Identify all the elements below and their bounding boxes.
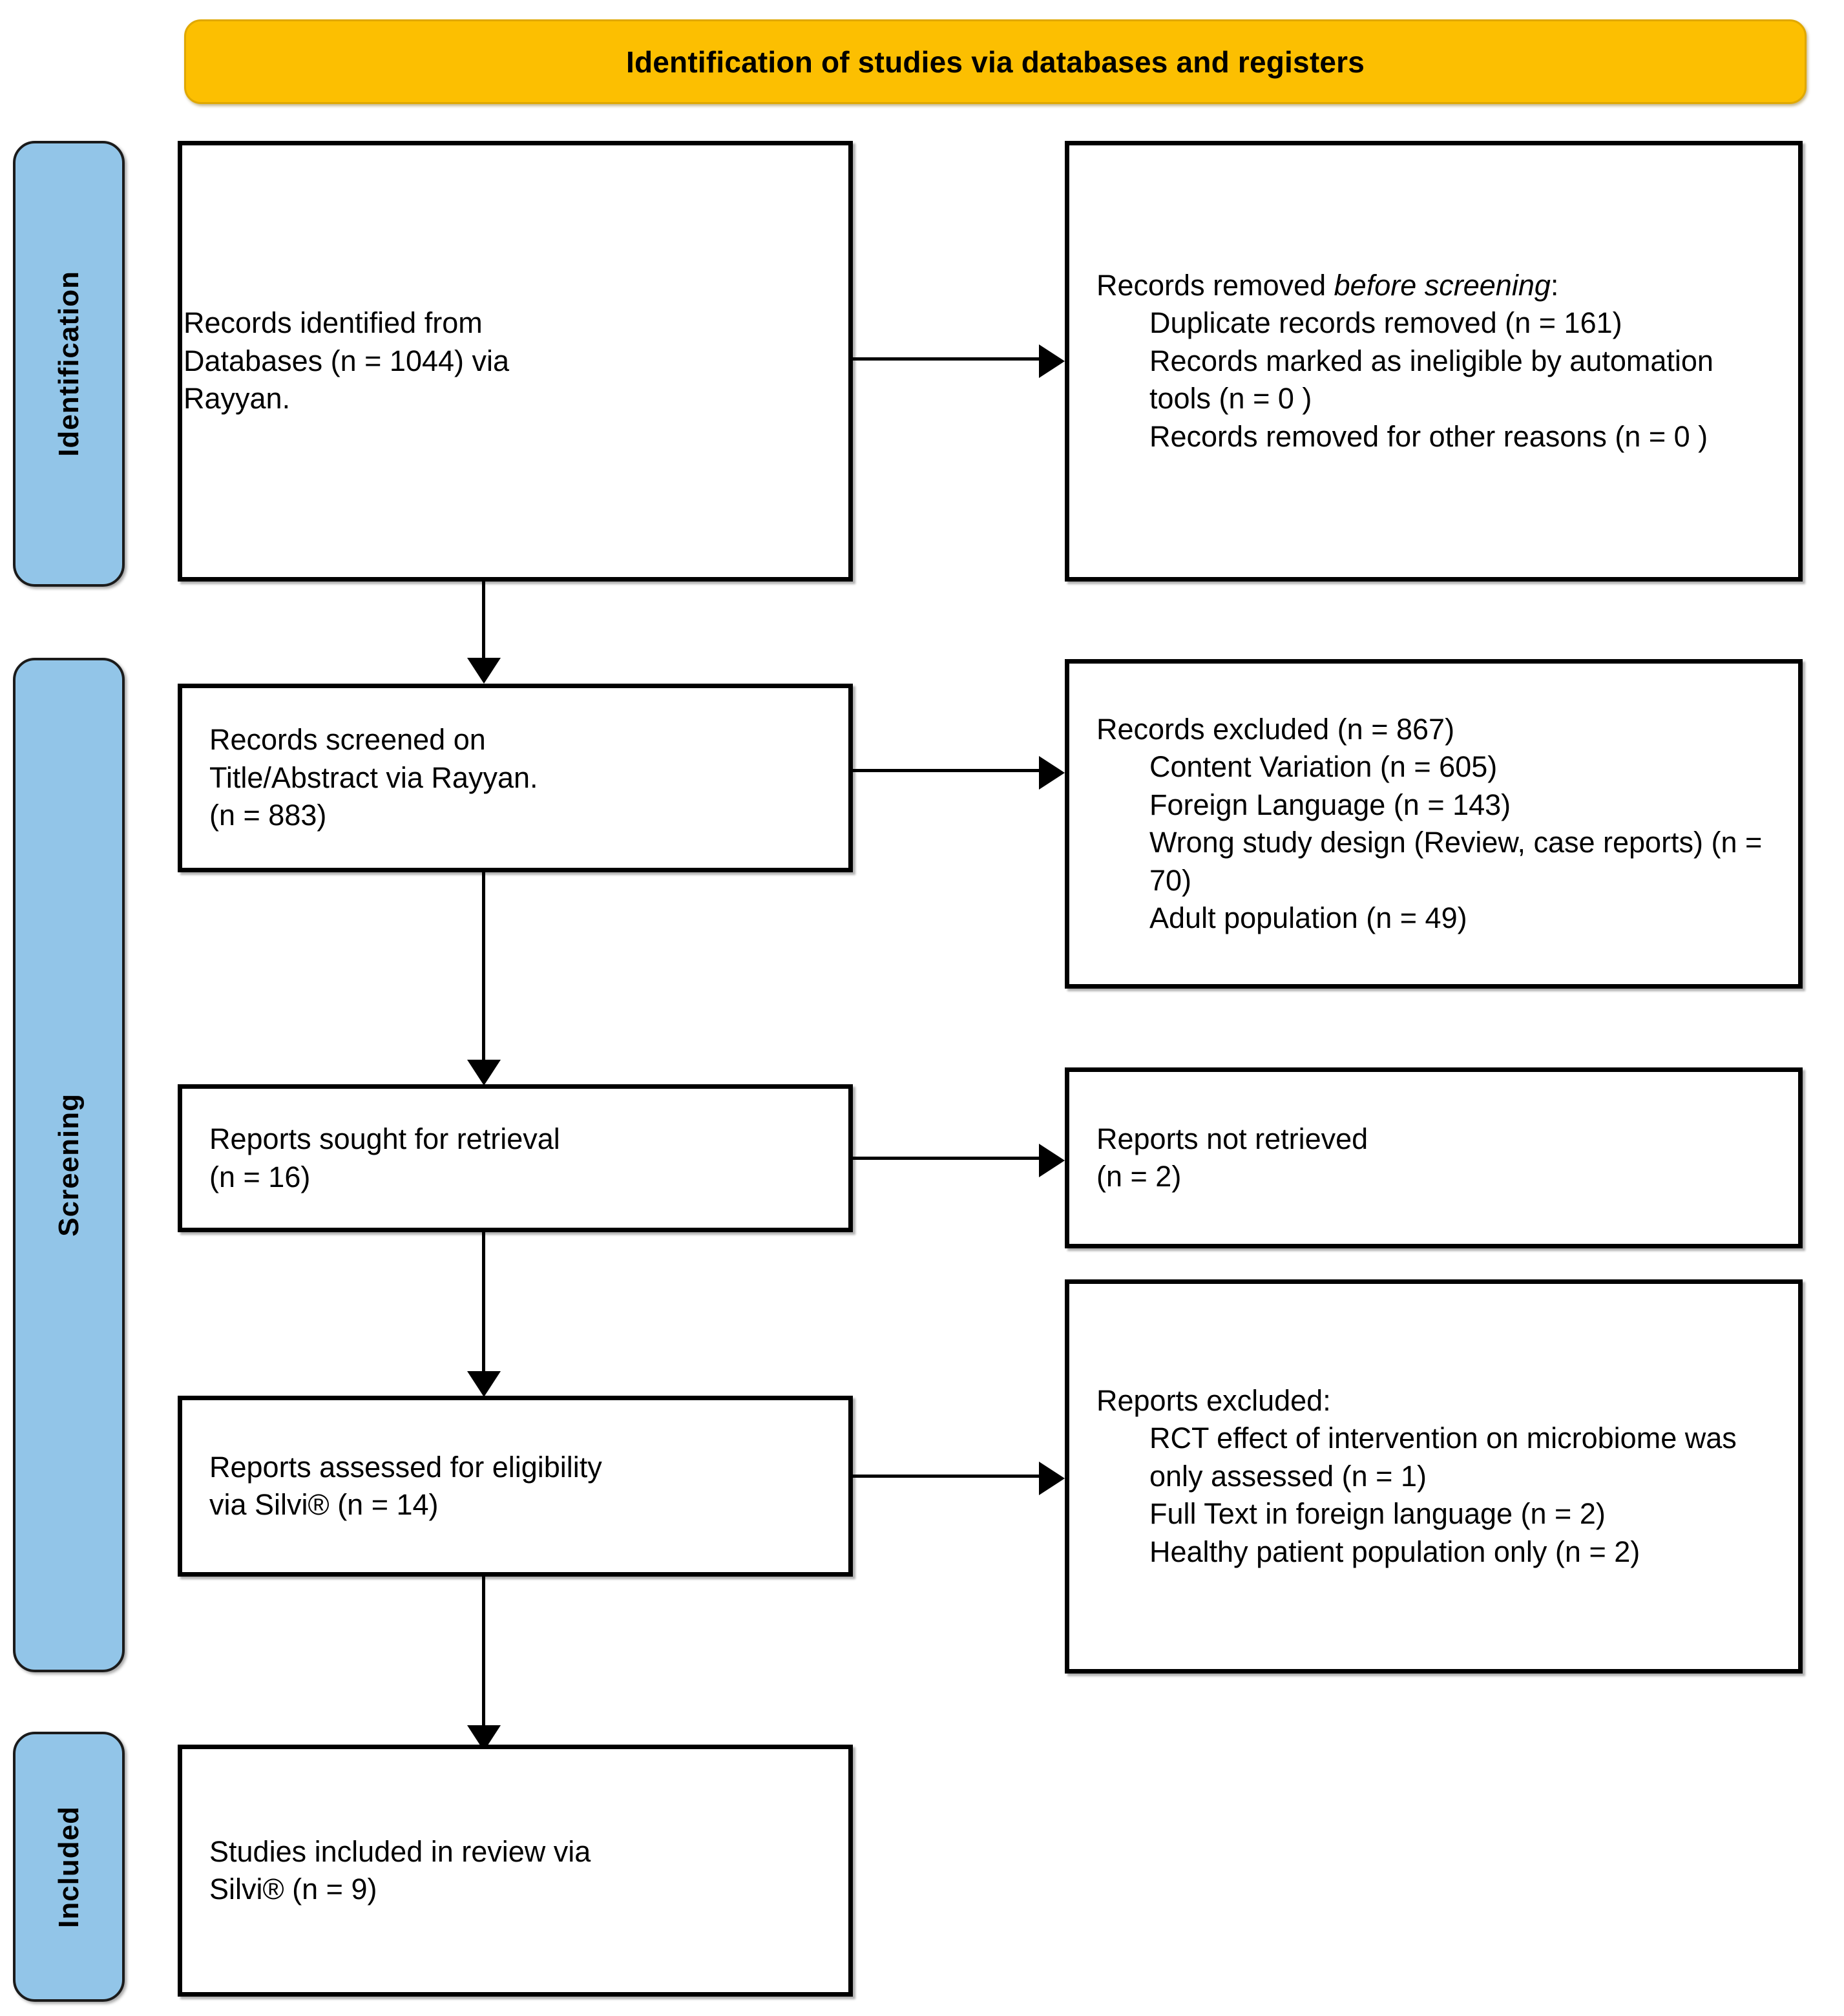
connector-sought-to-assessed	[482, 1232, 485, 1371]
line-assessed-0: Reports assessed for eligibility	[209, 1450, 602, 1484]
connector-identified-to-screened	[482, 582, 485, 658]
list-item: Records marked as ineligible by automati…	[1149, 344, 1713, 415]
connector-screened-to-sought	[482, 872, 485, 1060]
box-records-identified-text: Records identified from Databases (n = 1…	[182, 304, 848, 418]
stage-label-included: Included	[13, 1732, 125, 2002]
box-studies-included-text: Studies included in review via Silvi® (n…	[182, 1833, 848, 1909]
line-screened-0: Records screened on	[209, 723, 486, 757]
stage-label-screening-text: Screening	[52, 1093, 85, 1237]
arrowhead-identified-to-removed	[1039, 344, 1065, 378]
box-studies-included: Studies included in review via Silvi® (n…	[178, 1745, 853, 1997]
connector-assessed-to-reports-excluded	[853, 1475, 1039, 1478]
heading-records-removed: Records removed before screening:	[1096, 268, 1559, 302]
diagram-header-banner: Identification of studies via databases …	[184, 19, 1807, 104]
line-identified-1: Databases (n = 1044) via	[183, 344, 510, 377]
list-item: RCT effect of intervention on microbiome…	[1149, 1422, 1737, 1493]
box-records-screened-text: Records screened on Title/Abstract via R…	[182, 721, 848, 835]
arrowhead-sought-to-assessed	[467, 1371, 501, 1397]
stage-label-screening: Screening	[13, 658, 125, 1672]
box-reports-assessed: Reports assessed for eligibility via Sil…	[178, 1396, 853, 1577]
box-records-identified: Records identified from Databases (n = 1…	[178, 141, 853, 582]
line-sought-0: Reports sought for retrieval	[209, 1122, 560, 1155]
connector-identified-to-removed	[853, 357, 1039, 361]
box-reports-assessed-text: Reports assessed for eligibility via Sil…	[182, 1449, 848, 1524]
box-records-excluded: Records excluded (n = 867) Content Varia…	[1065, 659, 1803, 989]
box-records-removed-text: Records removed before screening: Duplic…	[1069, 267, 1798, 456]
line-not-retrieved-1: (n = 2)	[1096, 1160, 1182, 1193]
box-reports-excluded-text: Reports excluded: RCT effect of interven…	[1069, 1382, 1798, 1571]
arrowhead-screened-to-sought	[467, 1060, 501, 1086]
list-item: Adult population (n = 49)	[1149, 901, 1467, 934]
heading-reports-excluded: Reports excluded:	[1096, 1383, 1331, 1417]
box-reports-sought-text: Reports sought for retrieval (n = 16)	[182, 1120, 848, 1196]
box-records-excluded-text: Records excluded (n = 867) Content Varia…	[1069, 711, 1798, 938]
box-records-screened: Records screened on Title/Abstract via R…	[178, 684, 853, 872]
list-item: Records removed for other reasons (n = 0…	[1149, 419, 1708, 453]
page-title: Identification of studies via databases …	[625, 45, 1365, 79]
box-reports-not-retrieved: Reports not retrieved (n = 2)	[1065, 1067, 1803, 1248]
connector-assessed-to-included	[482, 1577, 485, 1725]
connector-sought-to-not-retrieved	[853, 1157, 1039, 1160]
list-item: Foreign Language (n = 143)	[1149, 788, 1511, 821]
line-screened-2: (n = 883)	[209, 799, 327, 832]
list-item: Content Variation (n = 605)	[1149, 750, 1498, 783]
line-assessed-1: via Silvi® (n = 14)	[209, 1488, 439, 1521]
line-identified-0: Records identified from	[183, 306, 483, 340]
heading-records-excluded: Records excluded (n = 867)	[1096, 712, 1455, 746]
box-reports-sought: Reports sought for retrieval (n = 16)	[178, 1084, 853, 1232]
list-item: Healthy patient population only (n = 2)	[1149, 1535, 1640, 1568]
arrowhead-assessed-to-reports-excluded	[1039, 1462, 1065, 1495]
stage-label-identification: Identification	[13, 141, 125, 587]
line-screened-1: Title/Abstract via Rayyan.	[209, 761, 538, 794]
box-records-removed-before-screening: Records removed before screening: Duplic…	[1065, 141, 1803, 582]
line-included-0: Studies included in review via	[209, 1834, 591, 1868]
stage-label-included-text: Included	[52, 1805, 85, 1928]
list-item: Wrong study design (Review, case reports…	[1149, 826, 1763, 897]
list-item: Full Text in foreign language (n = 2)	[1149, 1497, 1606, 1531]
box-reports-not-retrieved-text: Reports not retrieved (n = 2)	[1069, 1120, 1798, 1196]
arrowhead-sought-to-not-retrieved	[1039, 1144, 1065, 1177]
line-not-retrieved-0: Reports not retrieved	[1096, 1122, 1368, 1155]
box-reports-excluded: Reports excluded: RCT effect of interven…	[1065, 1279, 1803, 1674]
heading-italic-before-screening: before screening	[1334, 268, 1551, 302]
list-item: Duplicate records removed (n = 161)	[1149, 306, 1622, 340]
line-sought-1: (n = 16)	[209, 1160, 311, 1193]
arrowhead-identified-to-screened	[467, 658, 501, 684]
line-identified-2: Rayyan.	[183, 382, 291, 415]
arrowhead-screened-to-excluded	[1039, 756, 1065, 790]
line-included-1: Silvi® (n = 9)	[209, 1873, 377, 1906]
connector-screened-to-excluded	[853, 769, 1039, 772]
stage-label-identification-text: Identification	[52, 271, 85, 457]
